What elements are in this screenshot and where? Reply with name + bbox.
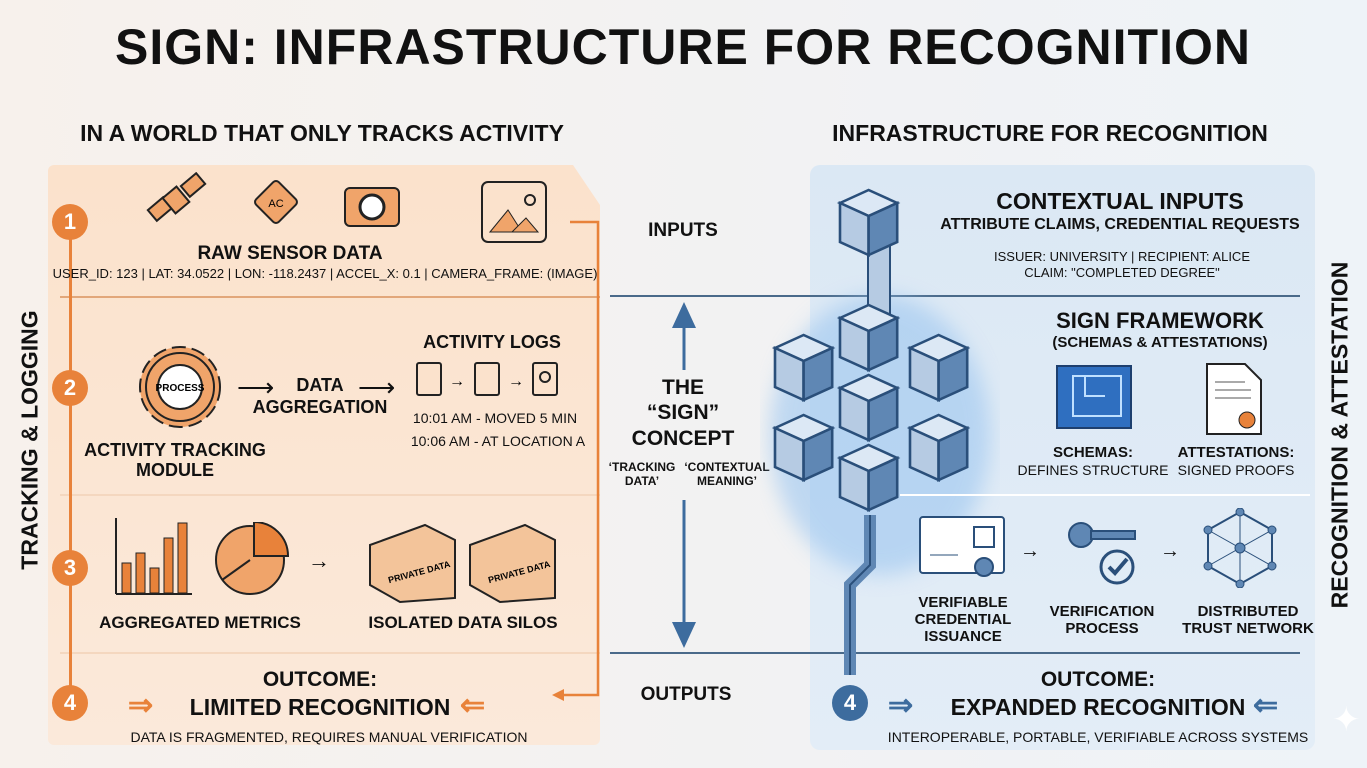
concept-line-2: “SIGN” (646, 401, 720, 424)
sign-cube-lattice (770, 188, 990, 675)
arrow-icon: → (1160, 540, 1180, 562)
aggregation-label-1: DATA (296, 375, 344, 395)
step-4-right: 4 (832, 685, 868, 721)
image-icon (481, 181, 547, 243)
left-outcome-title: LIMITED RECOGNITION (189, 694, 451, 720)
step-3: 3 (52, 550, 88, 586)
activity-logs-title: ACTIVITY LOGS (423, 332, 561, 352)
timeline-line (69, 222, 72, 702)
right-heading: INFRASTRUCTURE FOR RECOGNITION (832, 120, 1268, 146)
concept-line-3: CONCEPT (631, 427, 735, 450)
accelerometer-icon: AC (254, 180, 298, 224)
arrow-left-icon: ⇐ (1253, 689, 1279, 722)
sparkle-icon: ✦ (1332, 701, 1361, 739)
module-label-1: ACTIVITY TRACKING (84, 440, 266, 460)
module-label-2: MODULE (136, 460, 214, 480)
aggregation-label-2: AGGREGATION (252, 397, 388, 417)
right-side-label: RECOGNITION & ATTESTATION (1326, 261, 1353, 609)
svg-text:→: → (449, 373, 465, 390)
contextual-inputs-title: CONTEXTUAL INPUTS (996, 188, 1244, 214)
outputs-label: OUTPUTS (640, 684, 732, 705)
right-outcome-detail: INTEROPERABLE, PORTABLE, VERIFIABLE ACRO… (887, 729, 1309, 745)
credential-certificate-icon (919, 516, 1005, 577)
camera-icon (344, 187, 400, 227)
log-entry: 10:06 AM - AT LOCATION A (410, 433, 586, 449)
inputs-label: INPUTS (648, 220, 718, 241)
attestations-desc: SIGNED PROOFS (1177, 462, 1295, 478)
arrow-icon: ⟶ (358, 372, 396, 402)
arrow-right-icon: ⇒ (888, 689, 914, 722)
page-title: SIGN: INFRASTRUCTURE FOR RECOGNITION (115, 19, 1251, 75)
aggregated-metrics-label: AGGREGATED METRICS (99, 613, 301, 632)
arrow-icon: → (308, 548, 330, 573)
orange-connector (552, 220, 600, 701)
raw-sensor-title: RAW SENSOR DATA (197, 243, 383, 264)
arrow-icon: → (1020, 540, 1040, 562)
step-2: 2 (52, 370, 88, 406)
arrow-left-icon: ⇐ (460, 689, 486, 722)
divider (60, 652, 600, 654)
attestation-document-icon (1206, 363, 1262, 435)
divider (60, 296, 600, 298)
trust-network-icon (1203, 508, 1277, 588)
svg-text:AC: AC (268, 198, 283, 210)
left-outcome-label: OUTCOME: (262, 668, 378, 691)
raw-sensor-detail: USER_ID: 123 | LAT: 34.0522 | LON: -118.… (52, 266, 598, 281)
left-side-label: TRACKING & LOGGING (16, 310, 43, 570)
divider (610, 652, 1300, 654)
step-1: 1 (52, 204, 88, 240)
framework-title: SIGN FRAMEWORK (1056, 308, 1264, 333)
right-outcome-title: EXPANDED RECOGNITION (950, 694, 1246, 720)
svg-text:→: → (508, 373, 524, 390)
divider (610, 295, 1300, 297)
key-check-icon (1068, 522, 1136, 585)
schemas-desc: DEFINES STRUCTURE (1017, 462, 1169, 478)
log-flow-icons: →→ (416, 362, 558, 396)
contextual-detail-2: CLAIM: "COMPLETED DEGREE" (1024, 265, 1220, 280)
divider (60, 494, 600, 496)
right-outcome-label: OUTCOME: (1040, 668, 1156, 691)
bar-chart-icon (115, 518, 192, 595)
step-4: 4 (52, 685, 88, 721)
divider (900, 494, 1310, 496)
gear-icon: PROCESS (139, 346, 221, 428)
left-panel (48, 165, 600, 745)
left-outcome-detail: DATA IS FRAGMENTED, REQUIRES MANUAL VERI… (130, 729, 528, 745)
arrow-right-icon: ⇒ (128, 689, 154, 722)
concept-line-1: THE (662, 376, 704, 399)
left-heading: IN A WORLD THAT ONLY TRACKS ACTIVITY (80, 120, 564, 146)
attestations-label: ATTESTATIONS: (1177, 444, 1295, 461)
arrow-icon: ⟶ (237, 372, 275, 402)
schemas-label: SCHEMAS: (1052, 444, 1134, 461)
framework-sub: (SCHEMAS & ATTESTATIONS) (1052, 334, 1268, 351)
blueprint-icon (1056, 365, 1132, 429)
log-entry: 10:01 AM - MOVED 5 MIN (412, 410, 578, 426)
svg-text:PROCESS: PROCESS (156, 383, 205, 394)
data-silos-label: ISOLATED DATA SILOS (368, 613, 558, 632)
contextual-detail-1: ISSUER: UNIVERSITY | RECIPIENT: ALICE (994, 249, 1250, 264)
vertical-double-arrow (672, 302, 696, 648)
contextual-inputs-sub: ATTRIBUTE CLAIMS, CREDENTIAL REQUESTS (940, 216, 1300, 233)
satellite-icon (146, 172, 207, 223)
pie-chart-icon (215, 522, 290, 595)
